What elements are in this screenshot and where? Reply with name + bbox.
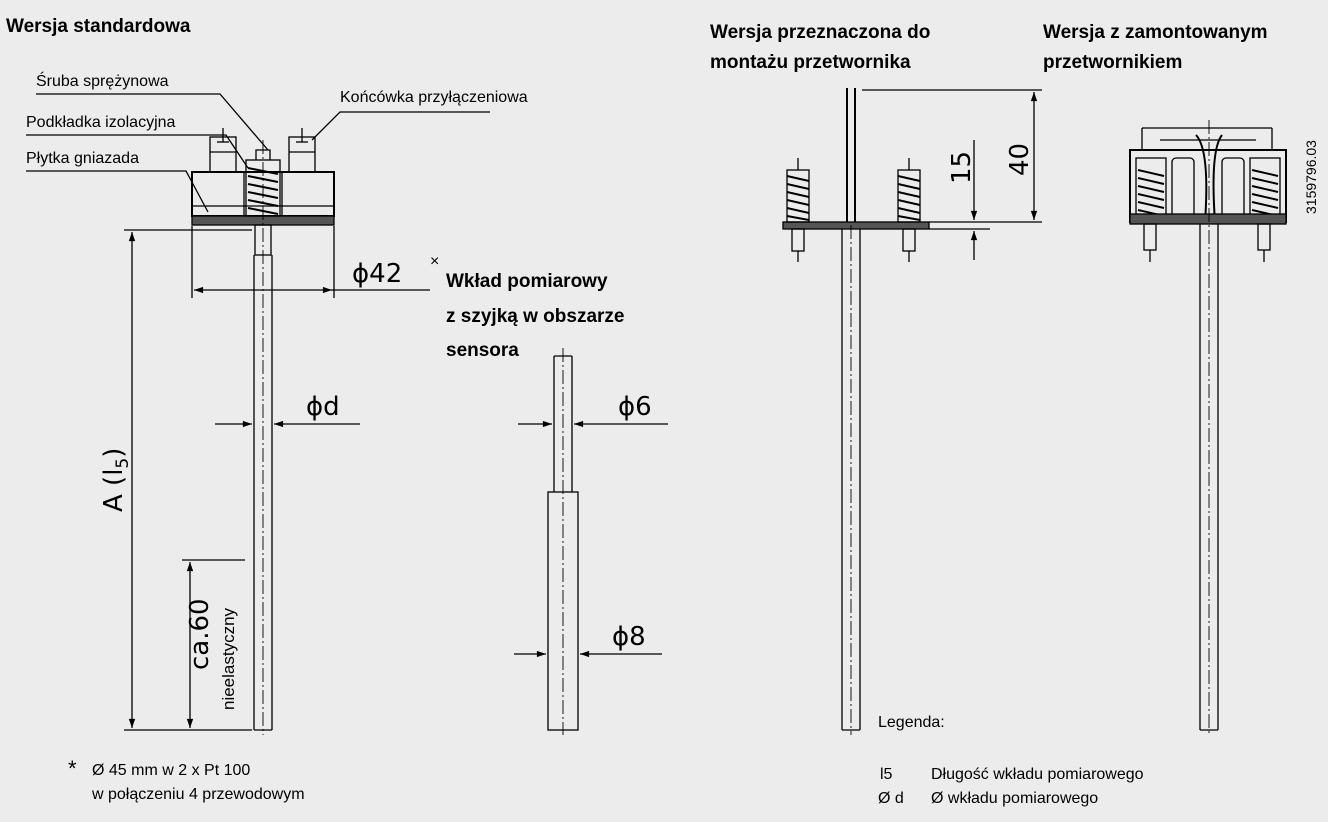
heading-insert-1: Wkład pomiarowy <box>446 271 608 292</box>
heading-insert-3: sensora <box>446 340 519 361</box>
dim-inelastic: nieelastyczny <box>219 607 238 710</box>
leader-lines <box>26 93 490 213</box>
svg-text:A (l5): A (l5) <box>99 448 133 512</box>
label-terminal: Końcówka przyłączeniowa <box>340 89 528 106</box>
dim-d42-mark: × <box>430 253 439 270</box>
dim-40: 40 <box>1005 143 1035 176</box>
standard-version-drawing: ϕ42 × ϕd A (l5) ca.60 nieelastyczny <box>99 128 439 735</box>
heading-transmitter-mount-2: montażu przetwornika <box>710 52 911 73</box>
dim-ca60: ca.60 <box>185 598 215 670</box>
heading-transmitter-mount-1: Wersja przeznaczona do <box>710 22 930 43</box>
svg-text:15: 15 <box>947 151 977 184</box>
dim-a-l5: A (l5) <box>99 448 133 512</box>
legend-text-d: Ø wkładu pomiarowego <box>931 790 1098 807</box>
svg-text:nieelastyczny: nieelastyczny <box>219 607 238 710</box>
svg-text:ca.60: ca.60 <box>185 598 215 670</box>
dim-d6: ϕ6 <box>618 392 652 422</box>
dim-d8: ϕ8 <box>612 622 646 652</box>
label-insulating-washer: Podkładka izolacyjna <box>26 114 176 131</box>
legend-symbol-l5: l5 <box>880 766 893 783</box>
label-spring-screw: Śruba sprężynowa <box>36 71 169 90</box>
dim-dd: ϕd <box>306 392 340 422</box>
svg-text:3159796.03: 3159796.03 <box>1303 140 1319 214</box>
heading-insert-2: z szyjką w obszarze <box>446 306 624 327</box>
mounted-transmitter-drawing <box>1129 120 1287 735</box>
insert-with-neck-drawing: ϕ6 ϕ8 <box>514 348 668 735</box>
dim-d42: ϕ42 <box>352 259 402 289</box>
heading-mounted-transmitter-2: przetwornikiem <box>1043 52 1182 73</box>
footnote-star: * <box>68 756 77 781</box>
heading-mounted-transmitter-1: Wersja z zamontowanym <box>1043 22 1268 43</box>
dim-15: 15 <box>947 151 977 184</box>
svg-text:40: 40 <box>1005 143 1035 176</box>
label-socket-plate: Płytka gniazada <box>26 150 139 167</box>
drawing-number: 3159796.03 <box>1303 140 1319 214</box>
footnote-line-2: w połączeniu 4 przewodowym <box>91 786 305 803</box>
legend-title: Legenda: <box>878 714 945 731</box>
legend-text-l5: Długość wkładu pomiarowego <box>931 766 1144 783</box>
transmitter-mount-drawing: 15 40 <box>782 88 1042 735</box>
legend-symbol-d: Ø d <box>878 790 904 807</box>
heading-standard: Wersja standardowa <box>6 16 191 37</box>
footnote-line-1: Ø 45 mm w 2 x Pt 100 <box>92 762 250 779</box>
